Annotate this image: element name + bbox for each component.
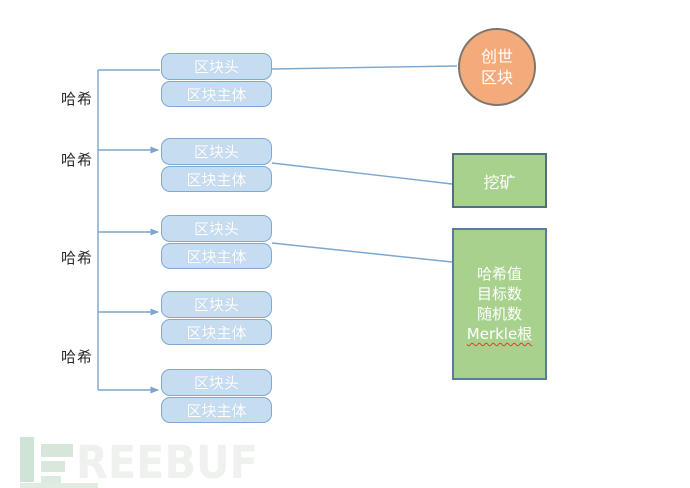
freebuf-watermark-text: REEBUF bbox=[76, 436, 258, 488]
freebuf-logo-bar-icon bbox=[20, 437, 34, 482]
hash-label-2: 哈希 bbox=[60, 151, 93, 169]
hash-label-1: 哈希 bbox=[60, 90, 93, 108]
block2-body-box: 区块主体 bbox=[161, 166, 272, 192]
field-target-number: 目标数 bbox=[476, 285, 522, 303]
block4-header-box: 区块头 bbox=[161, 291, 272, 318]
genesis-line1: 创世 bbox=[480, 47, 513, 66]
line-block1-to-genesis bbox=[271, 65, 458, 70]
block5-header-box: 区块头 bbox=[161, 369, 272, 396]
line-block2-to-mining bbox=[271, 162, 453, 185]
mining-box: 挖矿 bbox=[452, 153, 547, 208]
field-nonce: 随机数 bbox=[476, 305, 522, 323]
block1-body-box: 区块主体 bbox=[161, 81, 272, 107]
hash-label-4: 哈希 bbox=[60, 348, 93, 366]
field-hash-value: 哈希值 bbox=[476, 265, 522, 283]
block5-body-box: 区块主体 bbox=[161, 397, 272, 423]
block-header-fields-box: 哈希值 目标数 随机数 Merkle根 bbox=[452, 228, 547, 380]
block4-body-box: 区块主体 bbox=[161, 319, 272, 345]
block2-header-box: 区块头 bbox=[161, 138, 272, 165]
genesis-line2: 区块 bbox=[480, 68, 513, 87]
freebuf-logo-f-icon bbox=[41, 444, 73, 485]
genesis-block-circle: 创世 区块 bbox=[458, 28, 536, 106]
freebuf-watermark-reflection bbox=[20, 483, 98, 488]
freebuf-watermark: REEBUF bbox=[20, 437, 274, 487]
block3-body-box: 区块主体 bbox=[161, 243, 272, 269]
hash-label-3: 哈希 bbox=[60, 249, 93, 267]
block3-header-box: 区块头 bbox=[161, 215, 272, 242]
block1-header-box: 区块头 bbox=[161, 53, 272, 80]
line-block3-to-fields bbox=[271, 242, 453, 263]
field-merkle-root: Merkle根 bbox=[466, 325, 533, 343]
